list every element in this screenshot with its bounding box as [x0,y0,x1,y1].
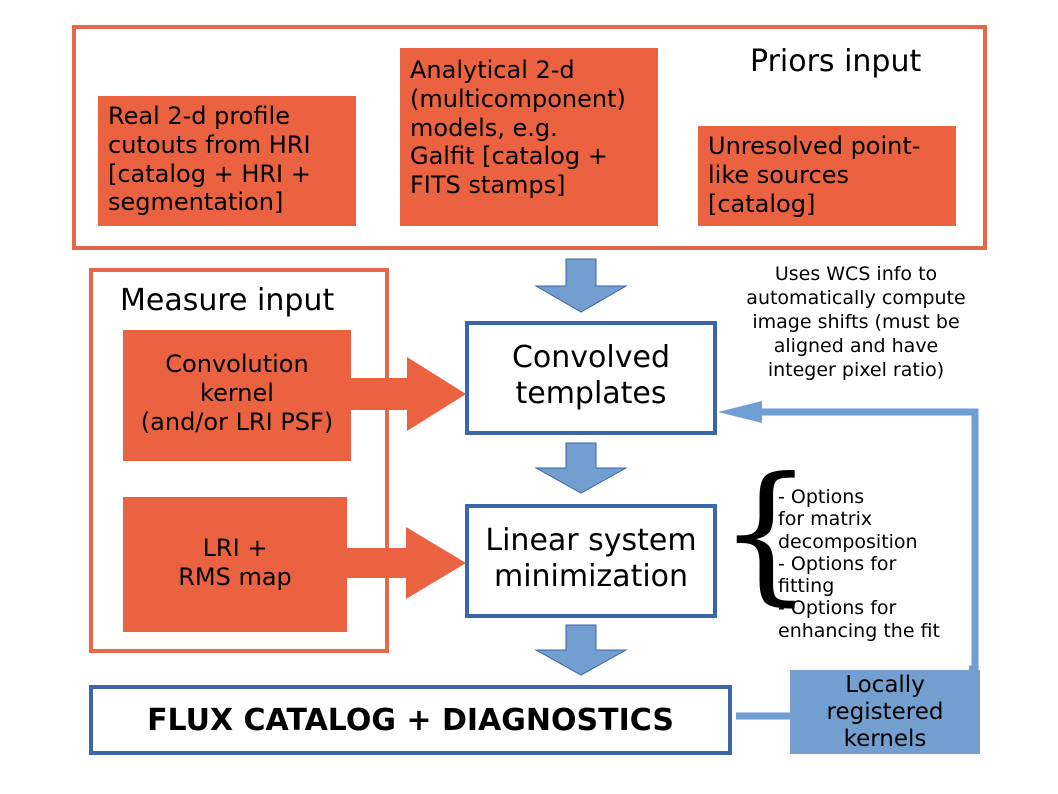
measure-input-frame [89,268,389,653]
convolution-kernel-text: Convolution kernel (and/or LRI PSF) [140,350,334,436]
blue-arrow-priors-to-convolved [534,258,628,313]
wcs-note: Uses WCS info to automatically compute i… [746,263,966,381]
analytical-models-text: Analytical 2-d (multicomponent) models, … [410,56,626,200]
analytical-models-box [400,48,658,226]
options-list: - Options for matrix decomposition - Opt… [778,486,940,642]
blue-arrow-convolved-to-linear [534,442,628,494]
convolved-templates-box [465,321,717,435]
flux-catalog-box [89,685,732,755]
measure-input-title: Measure input [120,283,335,318]
priors-input-title: Priors input [750,44,922,79]
real-profile-cutouts-box [98,96,356,226]
flux-catalog-text: FLUX CATALOG + DIAGNOSTICS [147,703,674,738]
point-sources-box [698,126,956,226]
feedback-loop-line [718,401,979,720]
priors-input-frame [72,25,987,250]
orange-arrow-lri [347,527,466,599]
locally-registered-kernels-text: Locally registered kernels [826,672,944,752]
linear-system-text: Linear system minimization [485,523,697,594]
orange-arrow-kernel [351,357,466,431]
options-brace: { [718,446,814,620]
point-sources-text: Unresolved point- like sources [catalog] [708,132,921,218]
linear-system-box [465,504,717,618]
convolved-templates-text: Convolved templates [511,340,670,411]
blue-arrow-linear-to-output [534,624,628,676]
lri-rms-text: LRI + RMS map [178,534,292,591]
real-profile-cutouts-text: Real 2-d profile cutouts from HRI [catal… [108,102,311,217]
lri-rms-box [123,497,347,632]
convolution-kernel-box [123,330,351,461]
locally-registered-kernels-box [790,670,980,754]
